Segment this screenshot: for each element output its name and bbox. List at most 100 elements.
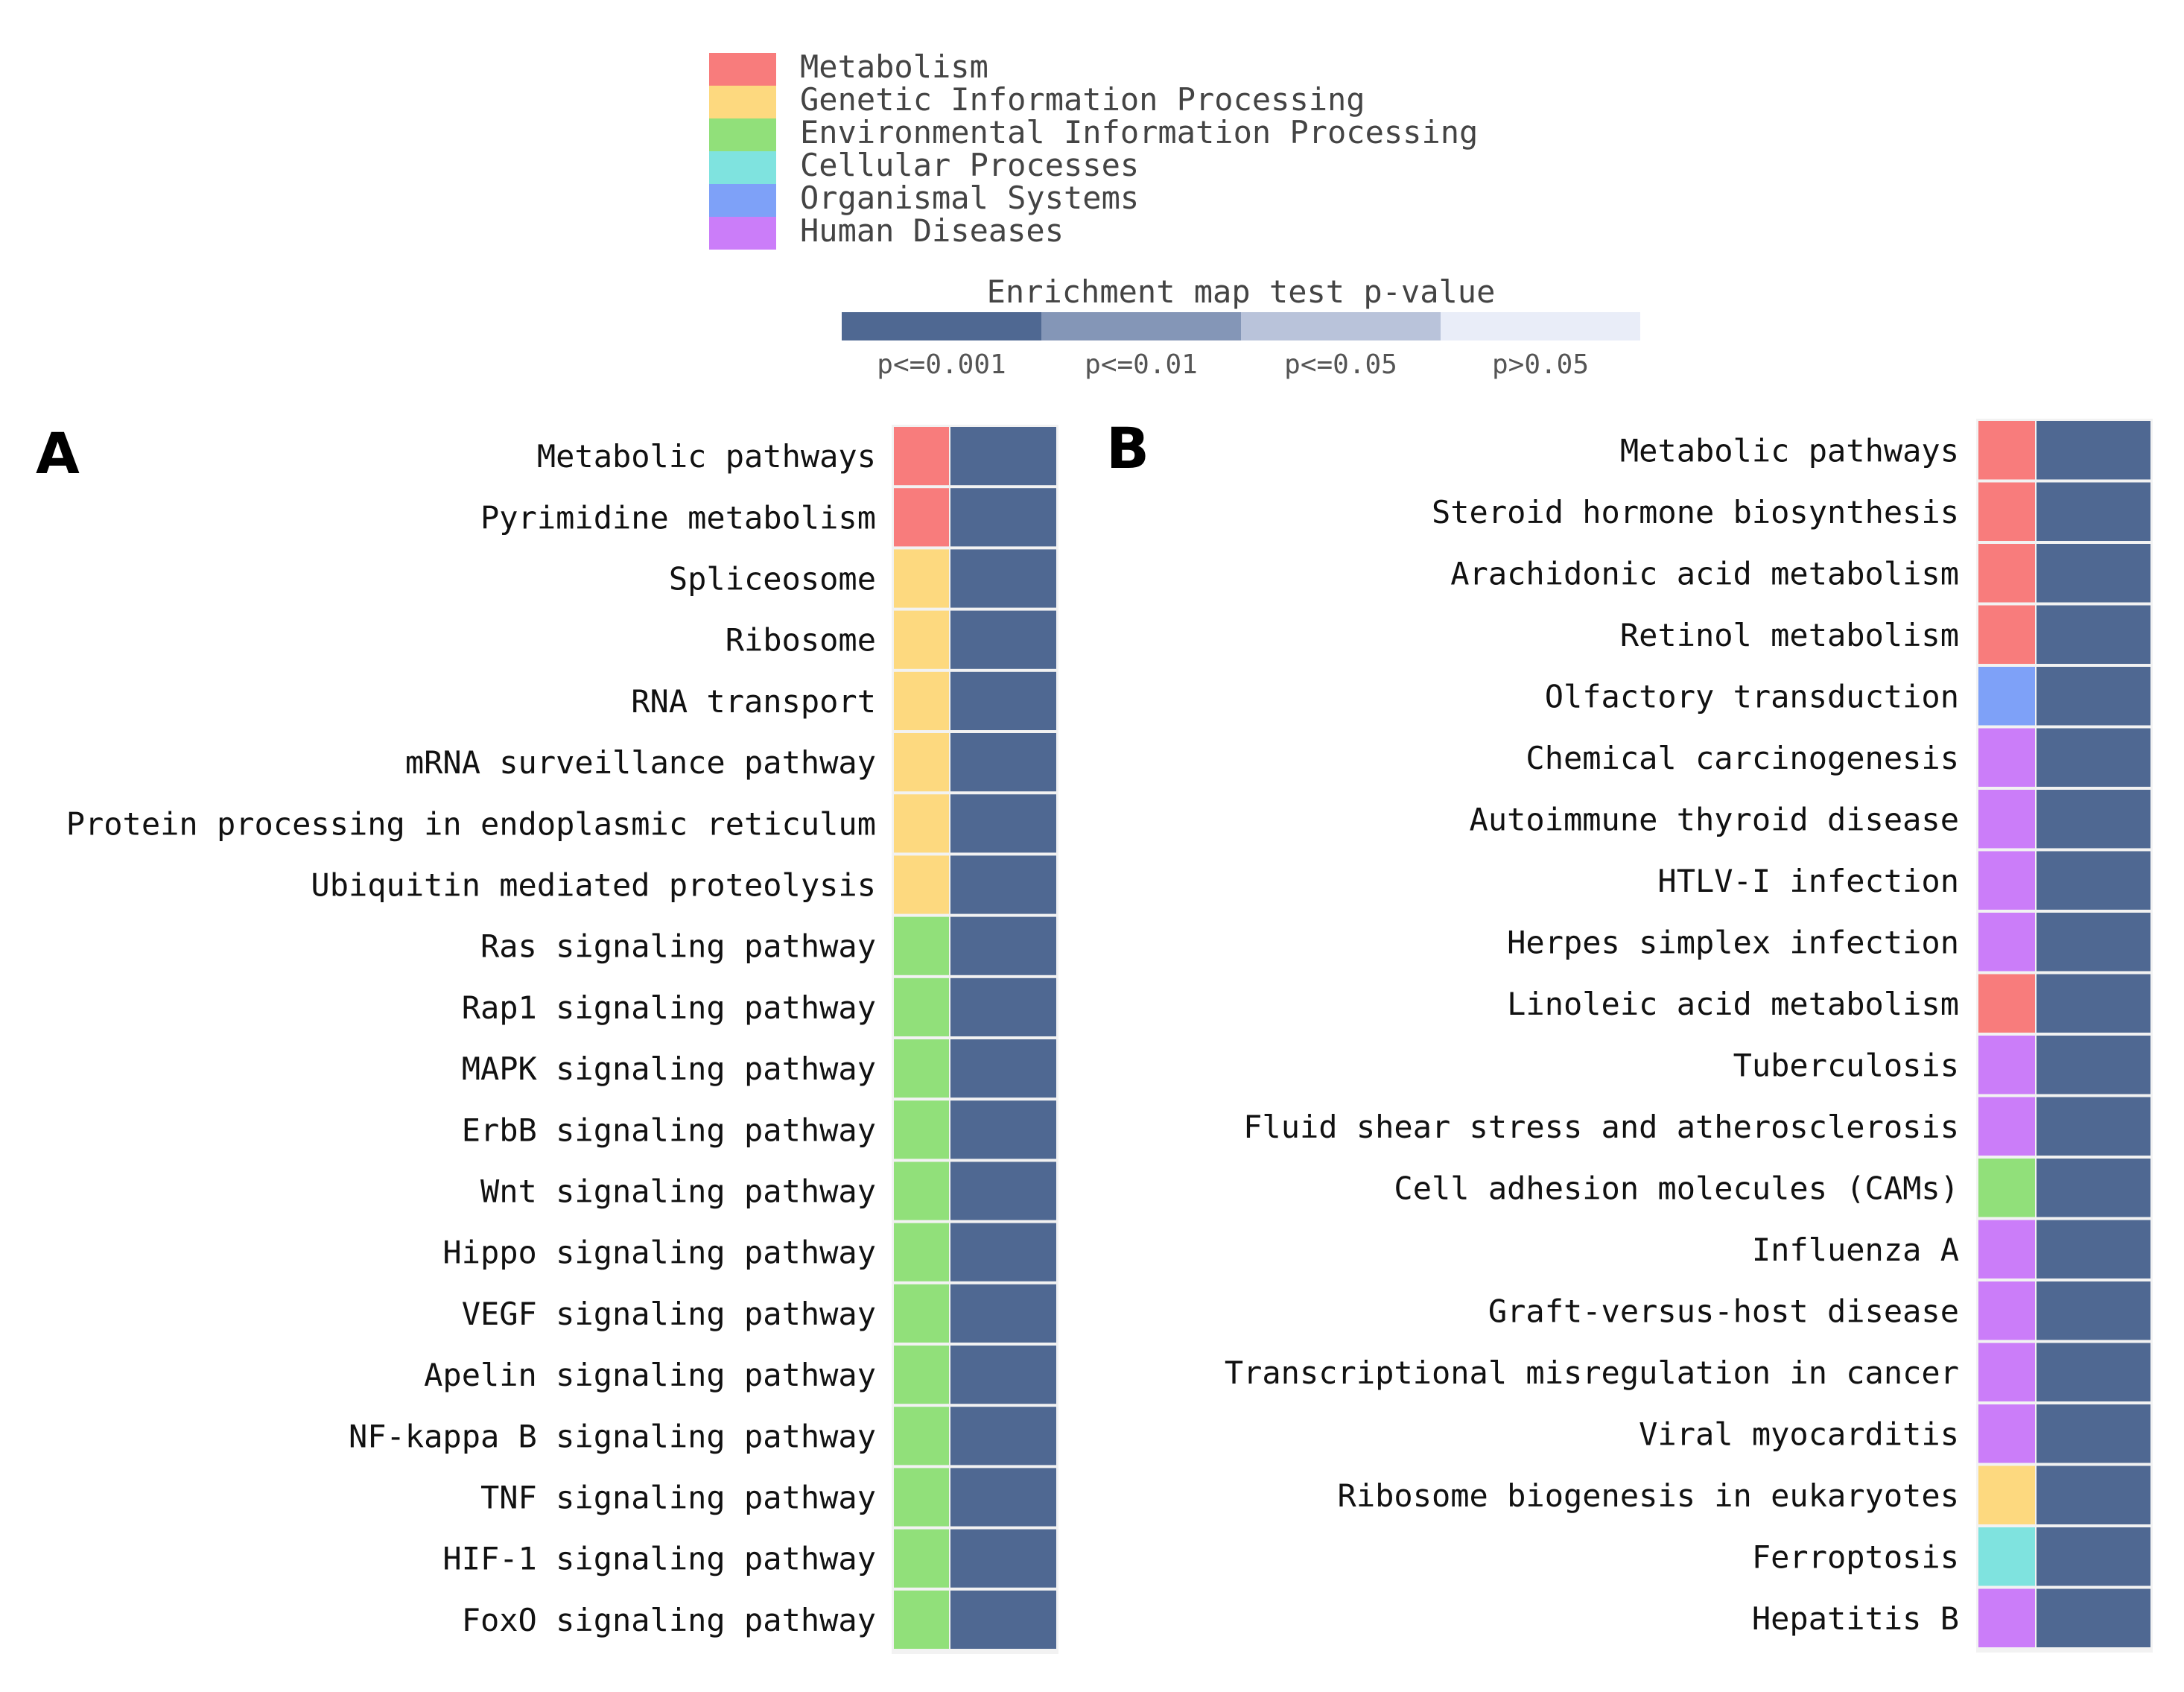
pvalue-cell [950,1223,1056,1281]
category-cell [1978,544,2035,603]
pvalue-cell [950,1346,1056,1404]
pathway-label: HTLV-I infection [1657,863,1959,899]
category-cell [894,978,949,1036]
category-cell [894,488,949,547]
pathway-label: Ferroptosis [1752,1539,1959,1575]
category-cell [894,1100,949,1159]
pvalue-cell [950,427,1056,486]
pathway-label: Cell adhesion molecules (CAMs) [1394,1170,1959,1206]
category-cell [894,1039,949,1098]
pathway-label: Ubiquitin mediated proteolysis [311,867,876,904]
category-cell [1978,1588,2035,1647]
legend-swatch-environmental-information-processing [709,118,776,151]
pvalue-cell [950,1590,1056,1649]
pvalue-cell [2037,1466,2150,1524]
legend-swatch-cellular-processes [709,151,776,184]
pathway-label: mRNA surveillance pathway [405,744,876,781]
pathway-label: Olfactory transduction [1545,678,1959,714]
category-cell [1978,913,2035,972]
legend-swatch-genetic-information-processing [709,86,776,118]
pvalue-cell [950,1162,1056,1220]
legend-label-cellular-processes: Cellular Processes [800,147,1139,183]
category-cell [1978,974,2035,1033]
category-cell [1978,1281,2035,1340]
pathway-label: ErbB signaling pathway [462,1112,876,1148]
category-cell [1978,728,2035,787]
pvalue-bin-p-0-05 [1241,312,1441,340]
category-cell [1978,1097,2035,1156]
pathway-label: Spliceosome [669,561,876,598]
legend-label-genetic-information-processing: Genetic Information Processing [800,81,1365,118]
legend-label-environmental-information-processing: Environmental Information Processing [800,114,1478,150]
pvalue-cell [2037,605,2150,664]
pvalue-bin-label: p>0.05 [1492,349,1589,380]
pathway-label: Hippo signaling pathway [442,1235,876,1271]
category-cell [894,794,949,853]
category-cell [1978,1220,2035,1278]
pvalue-cell [2037,1404,2150,1463]
pathway-label: Ribosome biogenesis in eukaryotes [1338,1477,1959,1514]
category-cell [1978,790,2035,849]
pvalue-cell [950,916,1056,975]
pathway-label: Fluid shear stress and atherosclerosis [1243,1109,1959,1145]
category-cell [894,1284,949,1343]
panel-label-a: A [36,420,80,487]
pvalue-cell [2037,851,2150,910]
pathway-label: Retinol metabolism [1620,617,1959,653]
category-cell [1978,482,2035,541]
pathway-label: Graft-versus-host disease [1488,1293,1959,1329]
category-cell [894,549,949,608]
category-cell [894,671,949,730]
pvalue-cell [2037,1281,2150,1340]
pvalue-cell [2037,1343,2150,1401]
legend-swatch-human-diseases [709,217,776,250]
category-cell [1978,667,2035,726]
pvalue-cell [2037,790,2150,849]
pvalue-cell [950,671,1056,730]
pathway-label: Apelin signaling pathway [424,1357,876,1393]
pathway-label: TNF signaling pathway [480,1480,876,1516]
category-cell [894,1590,949,1649]
category-cell [1978,1159,2035,1217]
pathway-label: Rap1 signaling pathway [462,989,876,1026]
pvalue-cell [950,855,1056,914]
pathway-label: Ribosome [726,622,876,659]
pvalue-cell [950,1468,1056,1527]
pathway-label: VEGF signaling pathway [462,1296,876,1332]
pvalue-cell [950,1100,1056,1159]
pathway-label: Linoleic acid metabolism [1507,986,1959,1022]
pathway-label: Metabolic pathways [1620,432,1959,469]
pathway-label: FoxO signaling pathway [462,1602,876,1638]
pvalue-cell [950,794,1056,853]
legend-label-metabolism: Metabolism [800,48,988,85]
pvalue-cell [2037,1036,2150,1094]
legend-label-organismal-systems: Organismal Systems [800,180,1139,216]
pathway-label: NF-kappa B signaling pathway [349,1418,876,1454]
pathway-label: Protein processing in endoplasmic reticu… [66,805,876,842]
pvalue-cell [950,1039,1056,1098]
pathway-label: Ras signaling pathway [480,928,876,965]
pathway-label: Transcriptional misregulation in cancer [1225,1354,1959,1391]
pathway-label: Autoimmune thyroid disease [1470,801,1959,837]
category-cell [894,610,949,669]
pvalue-cell [950,610,1056,669]
pvalue-cell [2037,1588,2150,1647]
panel-label-b: B [1106,415,1149,481]
category-cell [1978,605,2035,664]
pvalue-cell [950,1529,1056,1588]
pvalue-bin-p-0-001 [842,312,1041,340]
pathway-label: Arachidonic acid metabolism [1450,555,1959,592]
pvalue-cell [2037,1220,2150,1278]
category-cell [1978,421,2035,480]
pvalue-bin-label: p<=0.001 [877,349,1006,380]
category-cell [1978,1343,2035,1401]
pvalue-cell [950,549,1056,608]
pvalue-cell [2037,482,2150,541]
pathway-label: Chemical carcinogenesis [1526,740,1959,776]
category-cell [1978,1036,2035,1094]
pathway-label: HIF-1 signaling pathway [442,1541,876,1577]
pathway-label: Hepatitis B [1752,1600,1959,1637]
